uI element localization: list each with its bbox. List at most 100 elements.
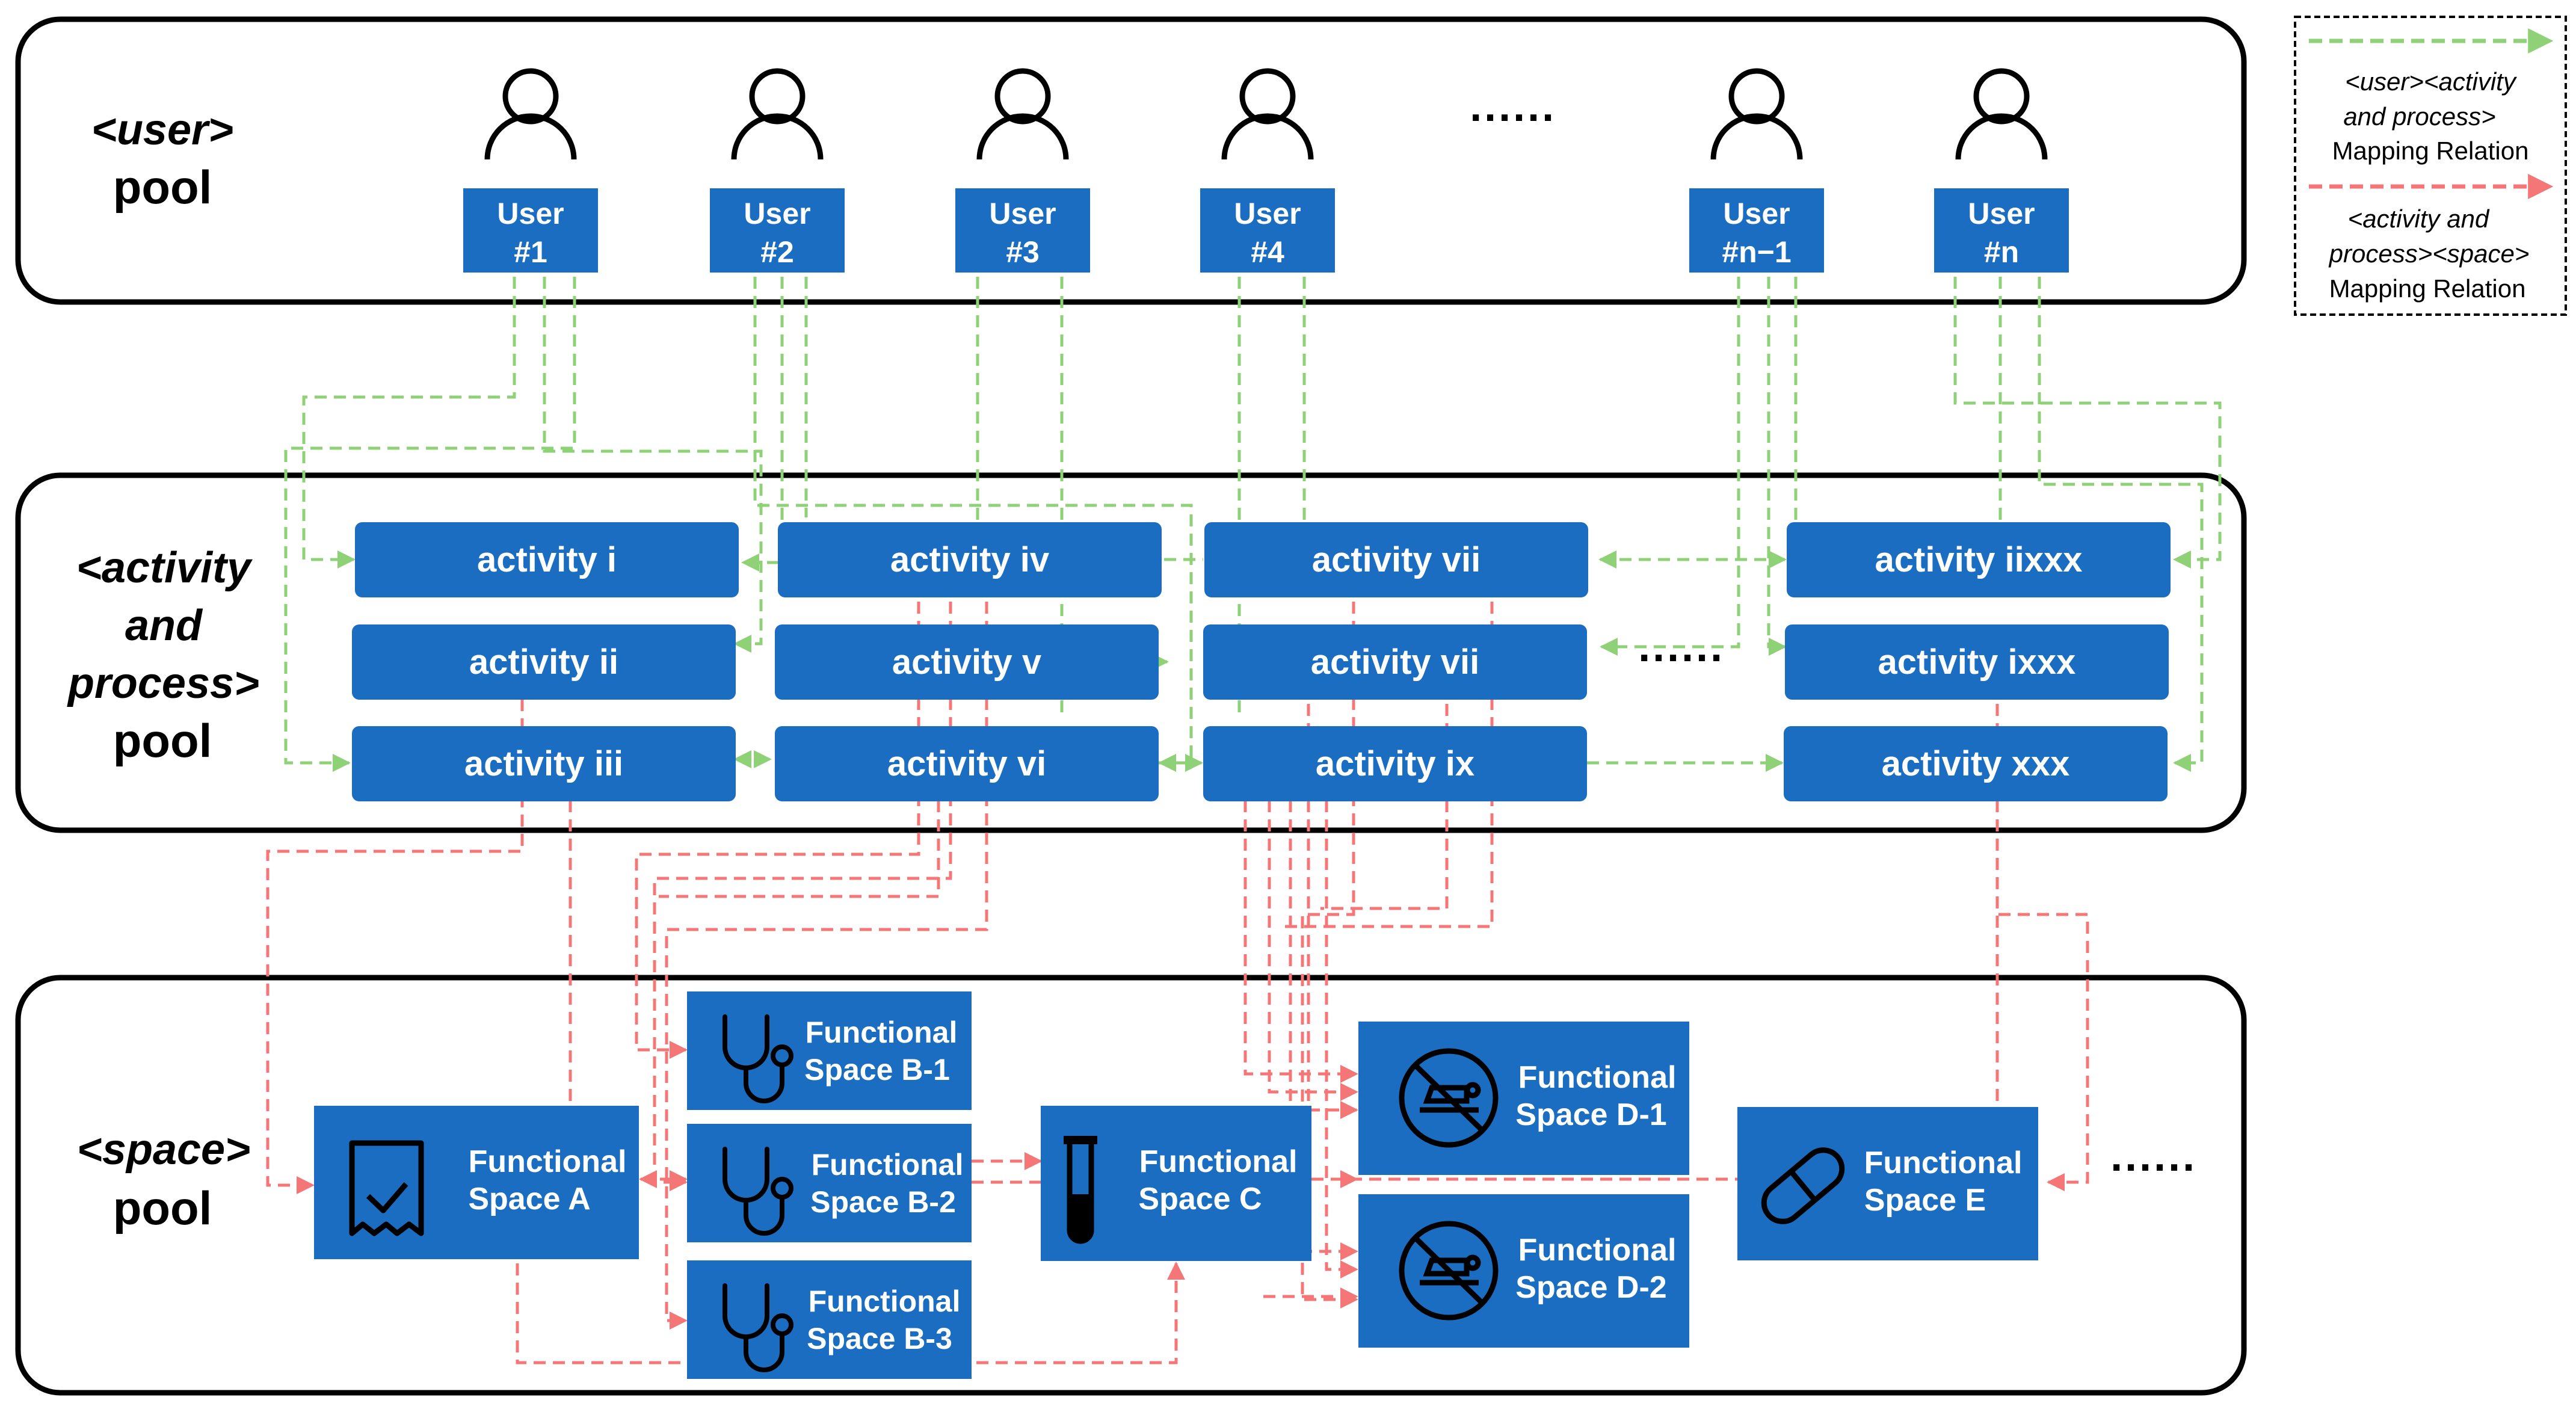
- space-e-line1: Functional: [1864, 1145, 2023, 1180]
- activity-nodes: activity i activity ii activity iii activit…: [352, 522, 2171, 801]
- activity-node[interactable]: activity ix: [1203, 726, 1587, 801]
- user-label-line2: #4: [1251, 235, 1284, 269]
- space-a[interactable]: Functional Space A: [314, 1106, 639, 1259]
- user-label-line1: User: [744, 197, 810, 230]
- space-pool-label: pool: [113, 1182, 212, 1235]
- space-d1-line2: Space D-1: [1515, 1097, 1666, 1132]
- space-b2-line1: Functional: [812, 1148, 964, 1182]
- activity-pool-tag-2: and: [125, 602, 203, 650]
- user-node[interactable]: User #n−1: [1689, 68, 1824, 273]
- user-label-line2: #3: [1006, 235, 1040, 269]
- legend-user-relation-line2: and process>: [2343, 102, 2495, 131]
- space-a-line2: Space A: [468, 1182, 590, 1216]
- user-label-line1: User: [1723, 197, 1790, 230]
- activity-label: activity xxx: [1882, 744, 2070, 783]
- user-ellipsis: ······: [1470, 94, 1556, 142]
- activity-node[interactable]: activity vi: [775, 726, 1159, 801]
- space-b3-line1: Functional: [809, 1284, 961, 1318]
- activity-label: activity vii: [1312, 540, 1481, 579]
- person-icon: [731, 68, 824, 160]
- activity-ellipsis: ······: [1638, 634, 1725, 682]
- activity-label: activity vi: [887, 744, 1046, 783]
- legend-space-relation-line1: <activity and: [2348, 205, 2490, 233]
- activity-space-connectors: [266, 602, 2089, 1364]
- activity-pool-frame: [15, 472, 2247, 833]
- activity-node[interactable]: activity v: [775, 624, 1159, 700]
- activity-node[interactable]: activity vii: [1203, 624, 1587, 700]
- user-label-line1: User: [1968, 197, 2035, 230]
- activity-node[interactable]: activity ii: [352, 624, 736, 700]
- activity-node[interactable]: activity ixxx: [1785, 624, 2169, 700]
- user-node[interactable]: User #n: [1934, 68, 2069, 273]
- activity-pool-tag-3: process>: [67, 659, 259, 708]
- activity-label: activity ixxx: [1878, 643, 2076, 682]
- space-a-line1: Functional: [469, 1144, 627, 1179]
- user-label-line1: User: [497, 197, 564, 230]
- user-label-line2: #n: [1984, 235, 2019, 269]
- activity-node[interactable]: activity iv: [778, 522, 1162, 597]
- space-b2[interactable]: Functional Space B-2: [687, 1124, 972, 1242]
- person-icon: [1955, 68, 2048, 160]
- person-icon: [1710, 68, 1803, 160]
- person-icon: [484, 68, 577, 160]
- space-b3[interactable]: Functional Space B-3: [687, 1260, 972, 1379]
- person-icon: [1221, 68, 1314, 160]
- activity-node[interactable]: activity xxx: [1784, 726, 2168, 801]
- user-activity-connectors: [284, 277, 2222, 772]
- user-node[interactable]: User #4: [1200, 68, 1335, 273]
- space-e[interactable]: Functional Space E: [1737, 1107, 2038, 1260]
- activity-node[interactable]: activity iii: [352, 726, 736, 801]
- legend: <user><activity and process> Mapping Rel…: [2294, 16, 2567, 316]
- stethoscope-icon: [723, 1283, 793, 1372]
- space-d2[interactable]: Functional Space D-2: [1358, 1194, 1689, 1348]
- space-pool-tag: <space>: [77, 1126, 250, 1174]
- space-d1[interactable]: Functional Space D-1: [1358, 1022, 1689, 1175]
- user-label-line1: User: [1234, 197, 1301, 230]
- stethoscope-icon: [723, 1014, 793, 1103]
- space-d1-line1: Functional: [1518, 1060, 1677, 1095]
- space-e-line2: Space E: [1864, 1183, 1986, 1218]
- user-node[interactable]: User#2: [710, 68, 845, 273]
- activity-node[interactable]: activity vii: [1204, 522, 1588, 597]
- receipt-check-icon: [349, 1140, 424, 1236]
- user-node[interactable]: User #1: [463, 68, 598, 273]
- space-d2-line1: Functional: [1518, 1233, 1677, 1268]
- legend-user-relation-line3: Mapping Relation: [2332, 137, 2529, 165]
- user-label-line1: User: [989, 197, 1056, 230]
- space-b1-line1: Functional: [806, 1016, 958, 1049]
- legend-space-relation-line3: Mapping Relation: [2329, 274, 2526, 303]
- space-b3-line2: Space B-3: [807, 1322, 952, 1355]
- stethoscope-icon: [723, 1147, 793, 1236]
- space-b1[interactable]: Functional Space B-1: [687, 991, 972, 1110]
- user-node[interactable]: User #3: [955, 68, 1090, 273]
- activity-label: activity iii: [464, 744, 623, 783]
- legend-user-relation-line1: <user><activity: [2345, 67, 2518, 96]
- space-ellipsis: ······: [2110, 1144, 2197, 1192]
- activity-node[interactable]: activity iixxx: [1787, 522, 2171, 597]
- user-label-line2: #n−1: [1722, 235, 1791, 269]
- legend-space-relation-line2: process><space>: [2328, 239, 2530, 268]
- space-c-line2: Space C: [1138, 1182, 1262, 1216]
- user-pool-label: pool: [113, 161, 212, 214]
- space-pool-frame: [15, 975, 2247, 1396]
- activity-label: activity ii: [469, 643, 618, 682]
- hospital-bed-icon: [1399, 1221, 1499, 1321]
- activity-label: activity vii: [1311, 643, 1479, 682]
- space-d2-line2: Space D-2: [1515, 1270, 1666, 1305]
- space-b1-line2: Space B-1: [804, 1053, 950, 1087]
- activity-node[interactable]: activity i: [355, 522, 739, 597]
- user-label-line2: #1: [514, 235, 547, 269]
- space-c-line1: Functional: [1139, 1144, 1298, 1179]
- activity-label: activity v: [892, 643, 1041, 682]
- user-pool-tag: <user>: [91, 106, 233, 154]
- user-pool-frame: [15, 16, 2247, 305]
- activity-label: activity i: [477, 540, 617, 579]
- activity-label: activity iv: [890, 540, 1049, 579]
- activity-label: activity iixxx: [1875, 540, 2083, 579]
- space-c[interactable]: Functional Space C: [1041, 1106, 1311, 1261]
- pill-icon: [1761, 1147, 1845, 1224]
- space-b2-line2: Space B-2: [810, 1185, 956, 1219]
